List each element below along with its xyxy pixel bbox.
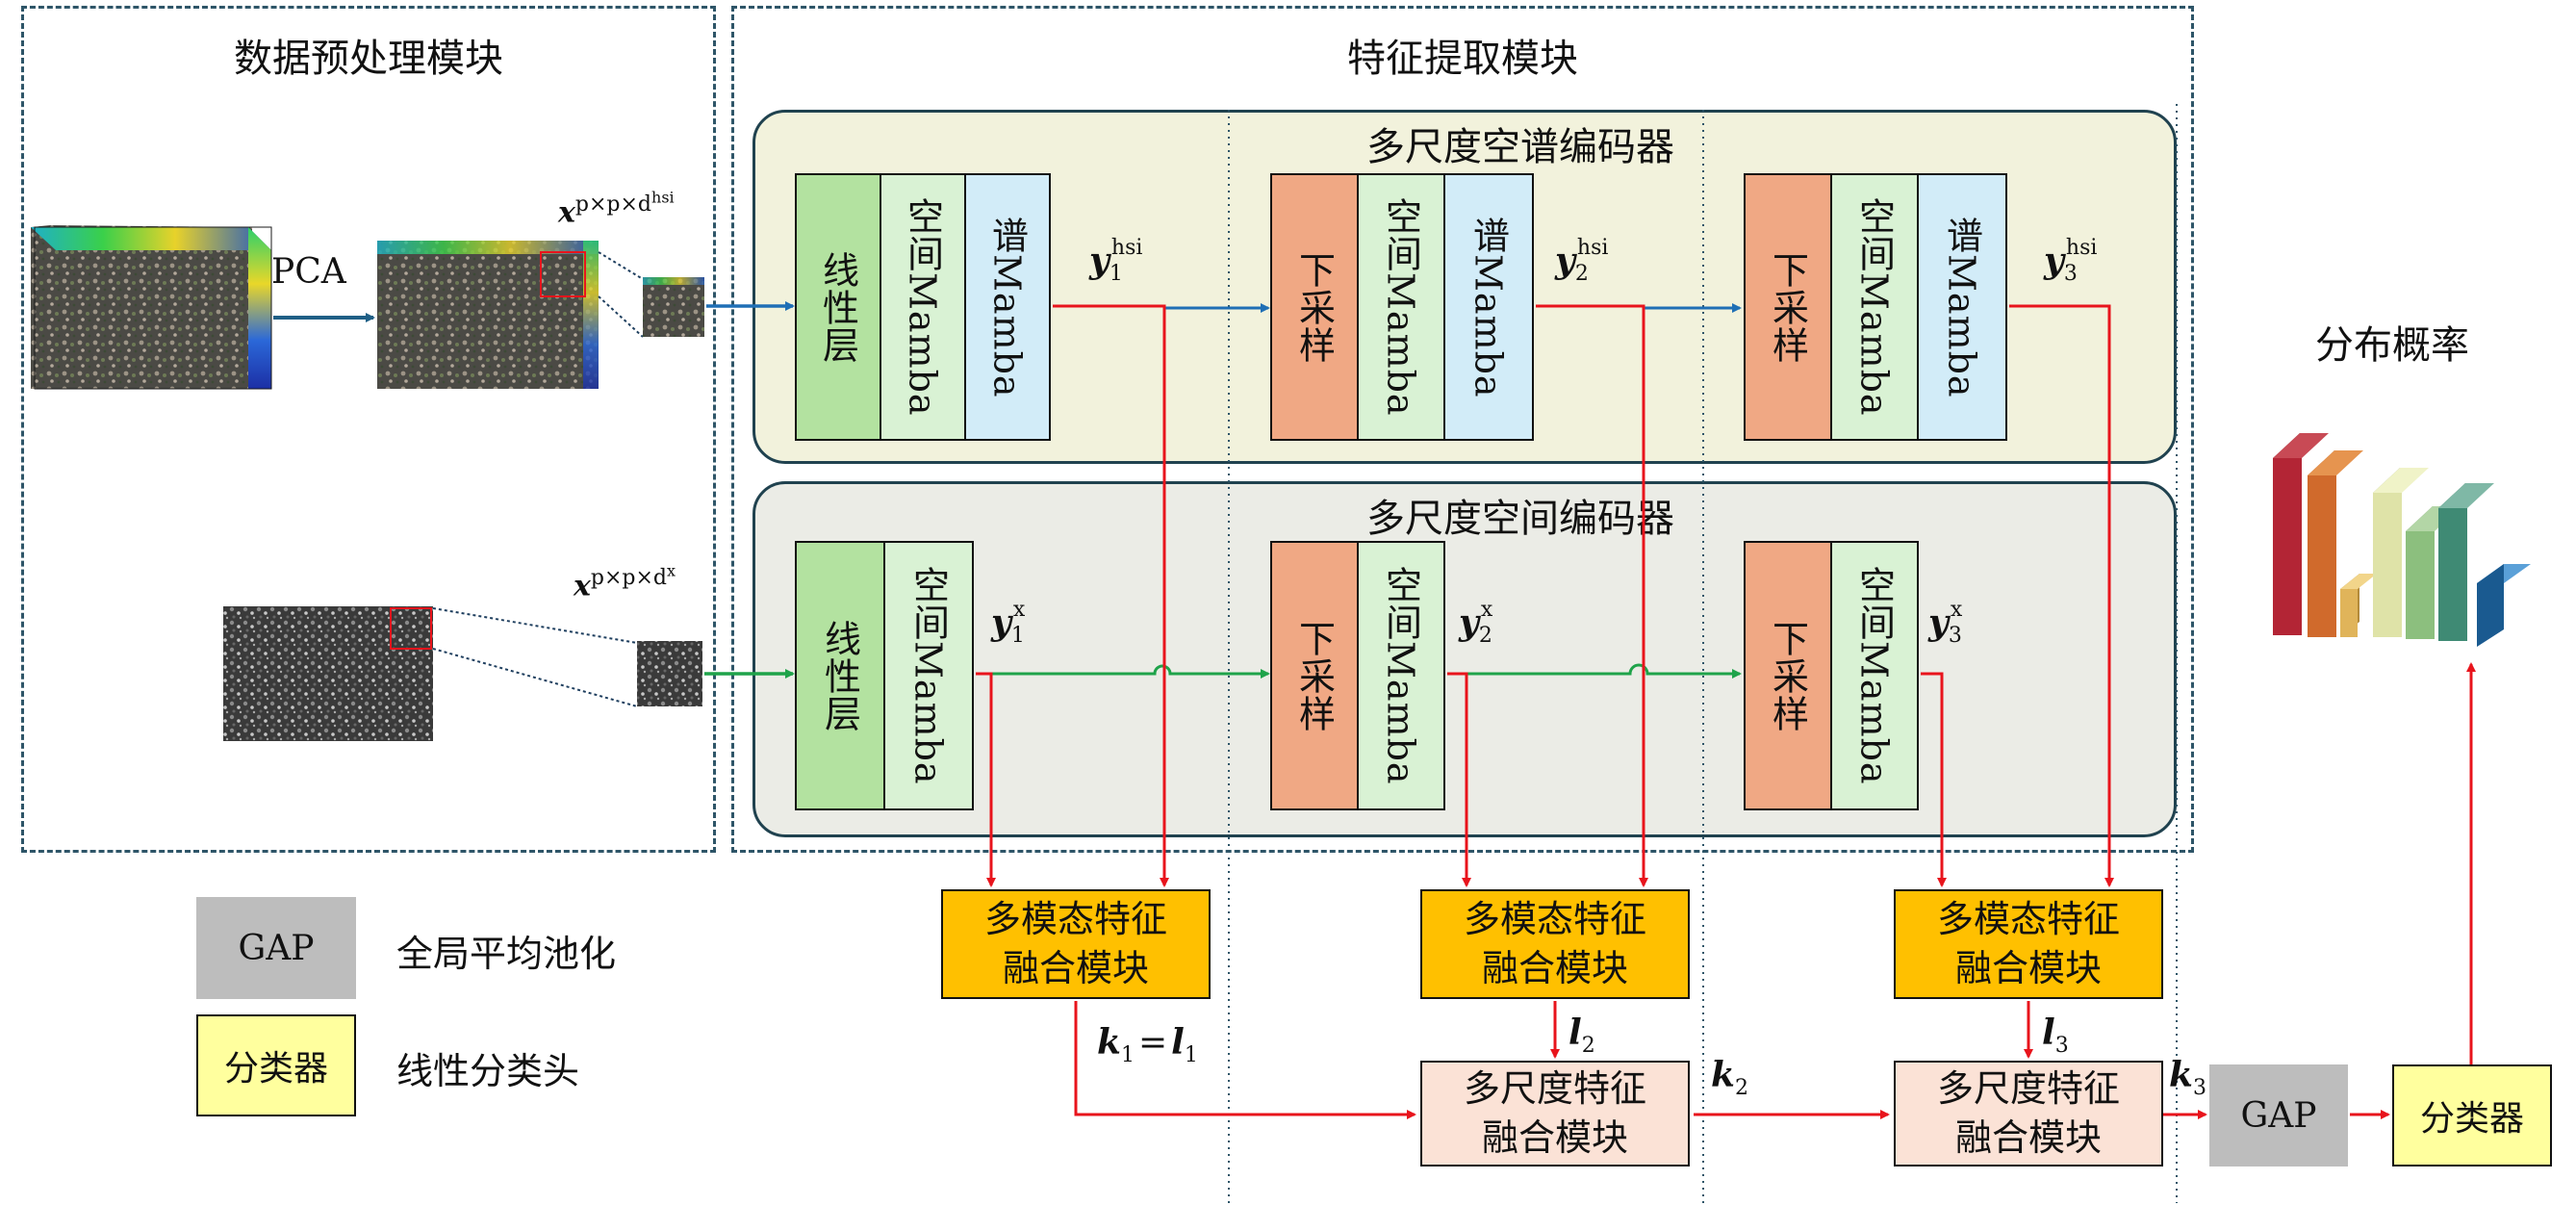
hsi-spectral-mamba-2: 谱Mamba bbox=[1443, 173, 1534, 441]
probability-bars bbox=[2273, 433, 2531, 647]
feature-module-title: 特征提取模块 bbox=[1347, 37, 1578, 81]
multimodal-fusion-3: 多模态特征融合模块 bbox=[1894, 889, 2163, 999]
k3-label: k3 bbox=[2169, 1055, 2206, 1101]
legend-gap-box: GAP bbox=[196, 897, 356, 999]
l3-label: l3 bbox=[2042, 1013, 2069, 1059]
y1-hsi-label: y1hsi bbox=[1089, 236, 1143, 287]
classifier-block: 分类器 bbox=[2392, 1064, 2552, 1167]
hsi-spatial-mamba-1: 空间Mamba bbox=[880, 173, 966, 441]
hsi-spatial-mamba-2: 空间Mamba bbox=[1357, 173, 1445, 441]
hsi-input-var: xp×p×dhsi bbox=[558, 189, 675, 230]
legend-classifier-text: 线性分类头 bbox=[396, 1050, 580, 1092]
hsi-patch-image bbox=[643, 277, 704, 337]
multiscale-fusion-2: 多尺度特征融合模块 bbox=[1894, 1061, 2163, 1167]
x-spatial-mamba-2: 空间Mamba bbox=[1357, 541, 1445, 810]
preprocess-module-frame bbox=[21, 6, 716, 853]
y1-x-label: y1x bbox=[991, 598, 1026, 649]
hsi-spatial-mamba-3: 空间Mamba bbox=[1830, 173, 1919, 441]
gap-block: GAP bbox=[2209, 1064, 2348, 1167]
hsi-linear-layer: 线性层 bbox=[795, 173, 881, 441]
spatial-encoder-title: 多尺度空间编码器 bbox=[1366, 497, 1674, 541]
multimodal-fusion-2: 多模态特征融合模块 bbox=[1420, 889, 1690, 999]
multiscale-fusion-1: 多尺度特征融合模块 bbox=[1420, 1061, 1690, 1167]
legend-classifier-box: 分类器 bbox=[196, 1014, 356, 1116]
l2-label: l2 bbox=[1569, 1013, 1595, 1059]
x-spatial-mamba-3: 空间Mamba bbox=[1830, 541, 1919, 810]
x-linear-layer: 线性层 bbox=[795, 541, 885, 810]
x-downsample-2: 下采样 bbox=[1270, 541, 1359, 810]
legend-gap-text: 全局平均池化 bbox=[396, 933, 617, 975]
k2-label: k2 bbox=[1711, 1055, 1748, 1101]
x-spatial-mamba-1: 空间Mamba bbox=[883, 541, 974, 810]
y3-hsi-label: y3hsi bbox=[2044, 236, 2098, 287]
hsi-downsample-2: 下采样 bbox=[1270, 173, 1359, 441]
spectral-spatial-encoder-title: 多尺度空谱编码器 bbox=[1366, 125, 1674, 169]
preprocess-module-title: 数据预处理模块 bbox=[234, 37, 503, 81]
k1-equals-l1-label: k1=l1 bbox=[1097, 1022, 1198, 1068]
x-input-var: xp×p×dx bbox=[574, 562, 676, 603]
x-patch-image bbox=[637, 641, 702, 706]
multimodal-fusion-1: 多模态特征融合模块 bbox=[941, 889, 1211, 999]
pca-image bbox=[377, 241, 599, 389]
grayscale-image bbox=[223, 606, 433, 741]
probability-title: 分布概率 bbox=[2315, 323, 2469, 368]
feature-module-frame bbox=[731, 6, 2194, 853]
y3-x-label: y3x bbox=[1928, 598, 1963, 649]
y2-x-label: y2x bbox=[1459, 598, 1493, 649]
hsi-cube-image bbox=[31, 225, 272, 390]
hsi-spectral-mamba-3: 谱Mamba bbox=[1917, 173, 2007, 441]
x-downsample-3: 下采样 bbox=[1744, 541, 1832, 810]
pca-label: PCA bbox=[271, 252, 346, 292]
y2-hsi-label: y2hsi bbox=[1555, 236, 1609, 287]
hsi-spectral-mamba-1: 谱Mamba bbox=[964, 173, 1051, 441]
hsi-downsample-3: 下采样 bbox=[1744, 173, 1832, 441]
